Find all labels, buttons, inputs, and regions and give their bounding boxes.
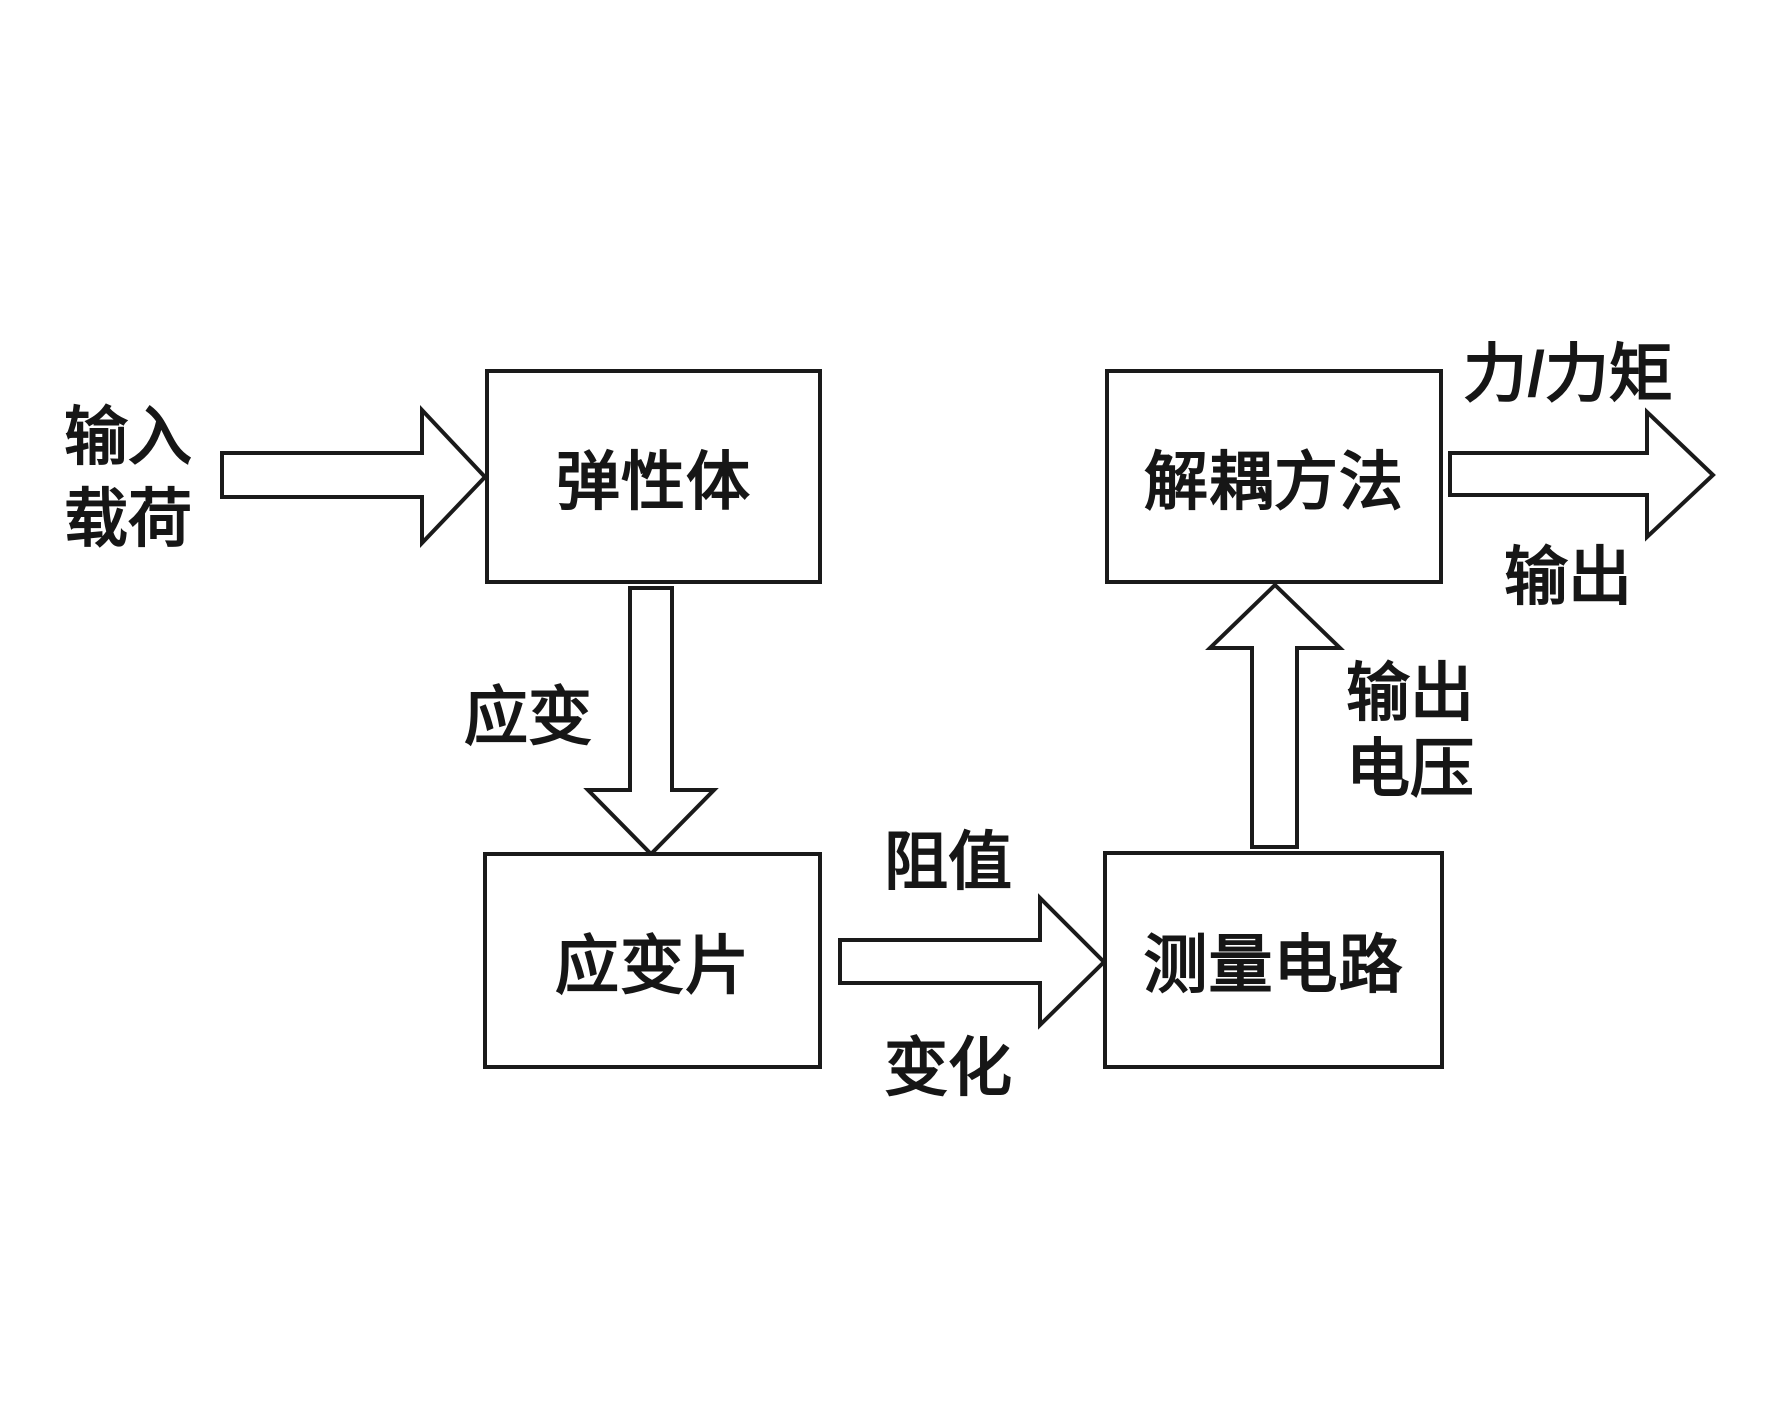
node-strain-gauge: 应变片 — [483, 852, 822, 1069]
resistance-change-edge-label-line-1: 阻值 — [884, 826, 1012, 898]
node-strain-gauge-label: 应变片 — [555, 929, 750, 1002]
decoupling-method-to-output-arrow-icon — [1448, 407, 1716, 542]
resistance-change-edge-label-line-2: 变化 — [884, 1032, 1012, 1104]
input-load-label-line-1: 输入 — [64, 401, 192, 473]
node-decoupling-method: 解耦方法 — [1105, 369, 1443, 584]
node-measurement-circuit: 测量电路 — [1103, 851, 1444, 1069]
output-voltage-edge-label-line-2: 电压 — [1346, 733, 1474, 805]
output-voltage-edge-label-line-1: 输出 — [1346, 657, 1474, 729]
input-load-label-line-2: 载荷 — [64, 483, 192, 555]
node-measurement-circuit-label: 测量电路 — [1143, 929, 1404, 1001]
force-torque-output-label: 力/力矩 — [1463, 338, 1673, 410]
output-voltage-edge-label: 输出 电压 — [1328, 655, 1492, 807]
final-output-label: 输出 — [1504, 541, 1632, 613]
node-elastic-body: 弹性体 — [485, 369, 822, 584]
input-to-elastic-body-arrow-icon — [220, 404, 488, 548]
measurement-circuit-to-decoupling-method-arrow-icon — [1205, 582, 1345, 849]
strain-edge-label: 应变 — [464, 681, 592, 753]
node-elastic-body-label: 弹性体 — [556, 445, 751, 518]
strain-gauge-to-measurement-circuit-arrow-icon — [838, 893, 1107, 1030]
elastic-body-to-strain-gauge-arrow-icon — [583, 586, 719, 857]
input-load-label: 输入 载荷 — [28, 396, 228, 560]
node-decoupling-method-label: 解耦方法 — [1144, 445, 1404, 518]
